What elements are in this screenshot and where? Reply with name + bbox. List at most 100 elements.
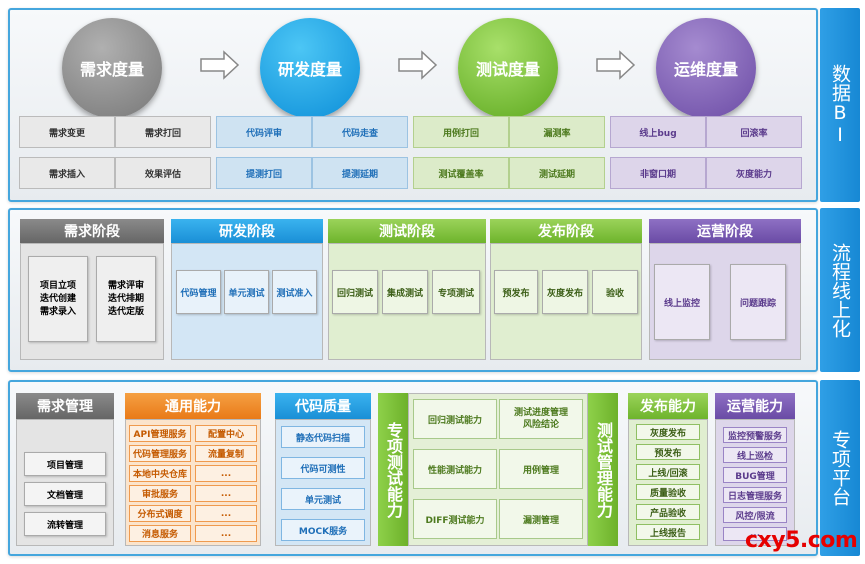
test-mgmt-title: 测试管理能力 [594,421,613,518]
release-item: 预发布 [494,270,538,314]
circle-req-metrics: 需求度量 [62,18,162,118]
common-item: 审批服务 [129,485,191,502]
special-test-cell-label: DIFF测试能力 [425,515,485,526]
release-cap-item-label: 灰度发布 [649,428,686,439]
test-item: 集成测试 [382,270,428,314]
common-item: 流量复制 [195,445,257,462]
dev-item-label: 单元测试 [228,288,265,299]
dev-item: 测试准入 [272,270,317,314]
ops-cap-item: 风控/限流 [723,507,787,523]
req-mgmt-title: 需求管理 [37,399,93,415]
metric-cell-label: 需求插入 [48,169,85,180]
metric-cell: 需求插入 [19,157,115,189]
metric-cell-label: 漏测率 [543,128,571,139]
platform-section-label: 专项平台 [820,380,860,556]
metric-cell-label: 非窗口期 [639,169,676,180]
ops-cap-item: 监控预警服务 [723,427,787,443]
ops-item: 问题跟踪 [730,264,786,340]
flow-section-label: 流程线上化 [820,208,860,372]
req-mgmt-item: 流转管理 [24,512,106,536]
metric-cell: 代码评审 [216,116,312,148]
metric-cell-label: 需求打回 [144,128,181,139]
platform-section-label-text: 专项平台 [829,430,851,506]
metric-cell-label: 测试覆盖率 [438,169,484,180]
metric-cell: 测试延期 [509,157,605,189]
metric-cell: 提测延期 [312,157,408,189]
ops-cap-item-label: 监控预警服务 [727,431,782,442]
test-mgmt-header: 测试管理能力 [588,393,618,546]
common-item: 代码管理服务 [129,445,191,462]
code-quality-item: 单元测试 [281,488,365,510]
special-test-cell-label: 用例管理 [522,465,559,476]
metric-cell: 效果评估 [115,157,211,189]
common-item: 消息服务 [129,525,191,542]
metric-cell: 代码走查 [312,116,408,148]
circle-dev-metrics: 研发度量 [260,18,360,118]
special-test-cell: 用例管理 [499,449,583,489]
ops-cap-item-label: 风控/限流 [735,511,775,522]
code-quality-item-label: 静态代码扫描 [295,433,350,444]
release-cap-item-label: 上线报告 [649,528,686,539]
metric-cell: 用例打回 [413,116,509,148]
release-cap-item-label: 上线/回滚 [648,468,688,479]
ops-cap-item: 线上巡检 [723,447,787,463]
special-test-cell: 性能测试能力 [413,449,497,489]
bi-section-label: 数据BI [820,8,860,202]
req-mgmt-item-label: 流转管理 [46,520,83,531]
stage-ops-header: 运营阶段 [649,219,801,243]
flow-section-label-text: 流程线上化 [829,242,851,338]
code-quality-item-label: 单元测试 [304,495,341,506]
release-cap-header: 发布能力 [628,393,708,419]
dev-item-label: 测试准入 [276,288,313,299]
metric-cell: 线上bug [610,116,706,148]
special-test-cell-label: 回归测试能力 [427,415,482,426]
circle-dev-metrics-label: 研发度量 [277,60,342,79]
circle-req-metrics-label: 需求度量 [79,60,144,79]
req-stage-box-left: 项目立项 迭代创建 需求录入 [28,256,88,342]
ops-cap-item-label: 日志管理服务 [727,491,782,502]
special-test-title: 专项测试能力 [384,421,403,518]
req-item: 需求录入 [39,306,76,317]
common-item-label: 代码管理服务 [132,450,187,460]
dev-item: 代码管理 [176,270,221,314]
common-item: API管理服务 [129,425,191,442]
metric-cell-label: 代码走查 [341,128,378,139]
ops-cap-title: 运营能力 [727,399,783,415]
req-item: 迭代创建 [39,293,76,304]
common-item: ... [195,505,257,522]
stage-req-header: 需求阶段 [20,219,164,243]
release-item: 验收 [592,270,638,314]
special-test-cell: 回归测试能力 [413,399,497,439]
metric-cell-label: 需求变更 [48,128,85,139]
metric-cell: 非窗口期 [610,157,706,189]
special-test-cell: 漏测管理 [499,499,583,539]
watermark: cxy5.com [745,528,858,553]
req-mgmt-item-label: 文档管理 [46,490,83,501]
metric-cell-label: 用例打回 [442,128,479,139]
release-cap-item: 灰度发布 [636,424,700,440]
metric-cell-label: 回滚率 [740,128,768,139]
arrow-right-icon [200,50,240,80]
metric-cell: 需求打回 [115,116,211,148]
common-item-label: 配置中心 [207,430,244,440]
stage-release-title: 发布阶段 [538,224,594,240]
ops-item-label: 线上监控 [663,298,700,309]
bi-section-label-text: 数据BI [829,64,851,146]
release-item: 灰度发布 [542,270,588,314]
metric-cell-label: 线上bug [639,128,677,139]
common-cap-header: 通用能力 [125,393,261,419]
req-stage-box-right: 需求评审 迭代排期 迭代定版 [96,256,156,342]
special-test-cell: 测试进度管理 风险结论 [499,399,583,439]
special-test-cell-label: 性能测试能力 [427,465,482,476]
circle-ops-metrics: 运维度量 [656,18,756,118]
release-cap-item: 质量验收 [636,484,700,500]
common-item: 本地中央仓库 [129,465,191,482]
stage-test-title: 测试阶段 [379,224,435,240]
metric-cell-label: 提测打回 [245,169,282,180]
common-item-label: ... [220,488,232,499]
release-cap-item: 上线报告 [636,524,700,540]
common-item-label: API管理服务 [133,430,187,440]
special-test-cell-label: 漏测管理 [522,515,559,526]
test-item-label: 集成测试 [386,288,423,299]
code-quality-item: MOCK服务 [281,519,365,541]
